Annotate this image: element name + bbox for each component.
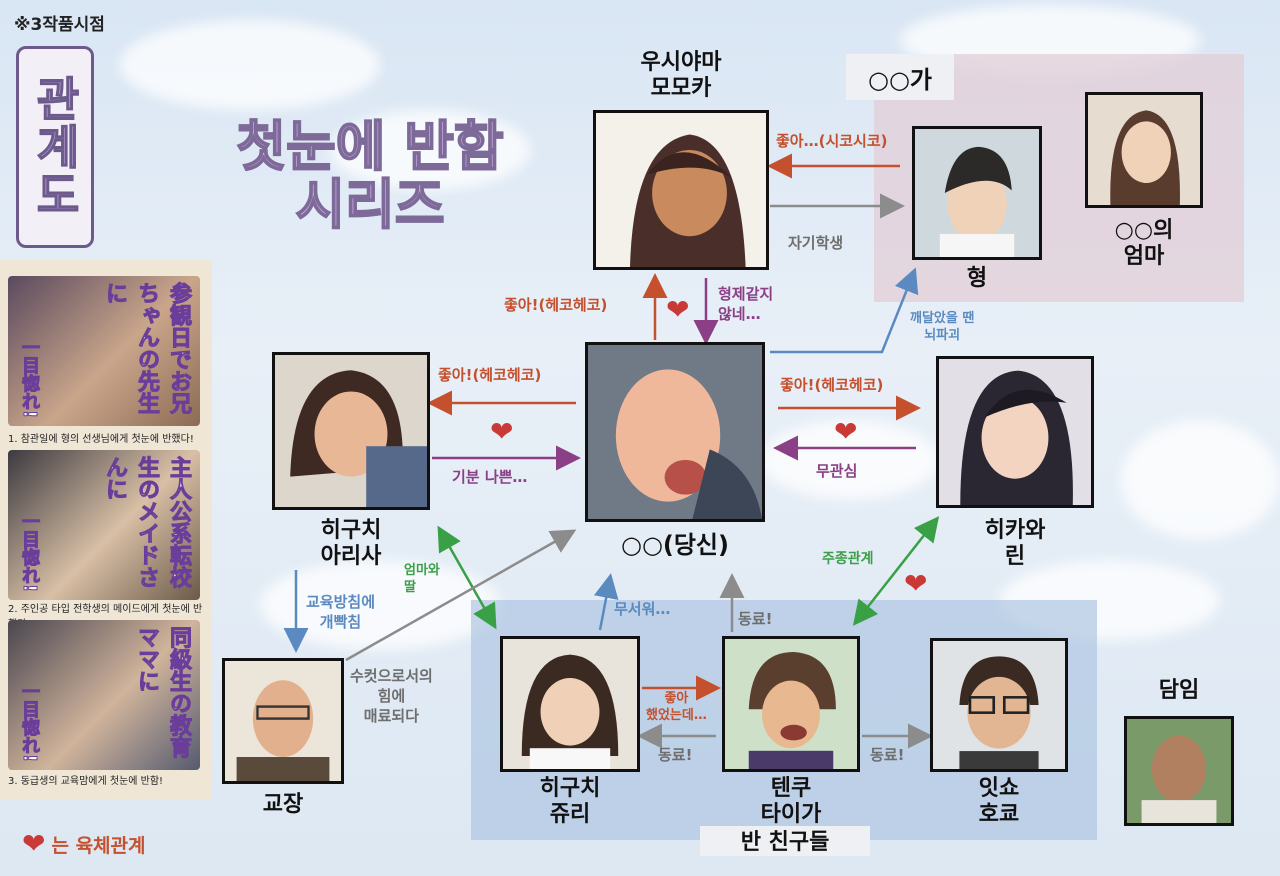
label-momoka-to-brother: 자기학생	[788, 234, 844, 252]
portrait-rin	[936, 356, 1094, 508]
name-brother: 형	[966, 266, 988, 291]
label-arisa-juri: 엄마와 딸	[404, 563, 440, 595]
cover-1-tag: 一目惚れ!	[19, 337, 41, 418]
label-juri-to-taiga: 좋아 했었는데…	[646, 691, 707, 723]
label-taiga-to-juri: 동료!	[658, 746, 693, 764]
name-momoka: 우시야마 모모카	[593, 50, 769, 102]
cover-1: 参観日でお兄ちゃんの先生に 一目惚れ!	[8, 276, 200, 426]
covers-panel: 参観日でお兄ちゃんの先生に 一目惚れ! 1. 참관일에 형의 선생님에게 첫눈에…	[0, 260, 212, 800]
portrait-momoka	[593, 110, 769, 270]
portrait-hokyo	[930, 638, 1068, 772]
name-you: ○○(당신)	[621, 531, 729, 559]
classmates-label: 반 친구들	[740, 830, 830, 855]
classmates-label-bg	[700, 826, 870, 856]
label-you-to-momoka: 좋아!(헤코헤코)	[504, 296, 608, 314]
label-momoka-to-you: 형제같지 않네…	[718, 285, 774, 323]
arrow-juri-to-you	[593, 573, 619, 631]
legend: ❤ 는 육체관계	[22, 830, 145, 858]
cover-3: 同級生の教育ママに 一目惚れ!	[8, 620, 200, 770]
edition-note: ※3작품시점	[14, 15, 105, 35]
name-rin: 히카와 린	[984, 518, 1046, 569]
cover-3-tag: 一目惚れ!	[19, 681, 41, 762]
label-arisa-to-you: 기분 나쁜…	[452, 468, 528, 486]
label-you-to-brother: 깨달았을 땐 뇌파괴	[910, 311, 975, 343]
name-hokyo: 잇쇼 호쿄	[978, 776, 1020, 827]
vertical-title-text: 관계도	[27, 74, 83, 220]
heart-icon: ❤	[666, 293, 690, 326]
name-principal: 교장	[262, 792, 304, 817]
relationship-chart-title: 관계도	[16, 46, 94, 248]
label-you-to-rin: 좋아!(헤코헤코)	[780, 376, 884, 394]
cover-2-tag: 一目惚れ!	[19, 511, 41, 592]
family-box-title: ○○가	[846, 54, 954, 100]
name-momoka-text: 우시야마 모모카	[640, 50, 722, 101]
name-arisa: 히구치 아리사	[320, 518, 382, 569]
series-title-line-2: 시리즈	[294, 173, 445, 236]
portrait-mother	[1085, 92, 1203, 208]
label-arisa-to-principal: 교육방침에 개빡침	[306, 593, 376, 631]
label-taiga-to-hokyo: 동료!	[870, 746, 905, 764]
portrait-juri	[500, 636, 640, 772]
portrait-brother	[912, 126, 1042, 260]
name-homeroom: 담임	[1158, 678, 1200, 703]
label-brother-to-momoka: 좋아…(시코시코)	[776, 132, 888, 150]
heart-icon: ❤	[904, 567, 928, 600]
heart-icon: ❤	[490, 415, 514, 448]
label-taiga-to-you: 동료!	[738, 610, 773, 628]
cover-2: 主人公系転校生のメイドさんに 一目惚れ!	[8, 450, 200, 600]
name-mother: ○○의 엄마	[1114, 218, 1174, 269]
series-title-line-1: 첫눈에 반함	[235, 115, 504, 178]
portrait-taiga	[722, 636, 860, 772]
label-rin-taiga: 주종관계	[822, 551, 874, 567]
portrait-principal	[222, 658, 344, 784]
series-title: 첫눈에 반함 시리즈	[200, 115, 540, 236]
heart-icon: ❤	[834, 415, 858, 448]
portrait-you	[585, 342, 765, 522]
arrow-arisa-juri	[437, 525, 497, 630]
heart-icon: ❤	[22, 827, 46, 860]
cover-3-caption: 3. 동급생의 교육맘에게 첫눈에 반함!	[8, 776, 164, 787]
cover-3-title: 同級生の教育ママに	[134, 626, 192, 759]
cover-2-title: 主人公系転校生のメイドさんに	[102, 456, 192, 589]
cover-1-caption: 1. 참관일에 형의 선생님에게 첫눈에 반했다!	[8, 434, 194, 445]
name-juri: 히구치 쥬리	[539, 776, 601, 827]
cover-1-title: 参観日でお兄ちゃんの先生に	[102, 282, 192, 415]
arrow-rin-taiga	[852, 516, 940, 626]
label-you-to-arisa: 좋아!(헤코헤코)	[438, 366, 542, 384]
portrait-homeroom	[1124, 716, 1234, 826]
label-rin-to-you: 무관심	[816, 462, 858, 480]
arrow-you-to-brother	[770, 267, 919, 354]
arrow-principal-to-you	[345, 529, 577, 662]
portrait-arisa	[272, 352, 430, 510]
legend-text: 는 육체관계	[51, 834, 146, 857]
label-principal-to-you: 수컷으로서의 힘에 매료되다	[350, 667, 433, 725]
name-taiga: 텐쿠 타이가	[760, 776, 822, 827]
label-juri-to-you: 무서워…	[614, 600, 671, 618]
